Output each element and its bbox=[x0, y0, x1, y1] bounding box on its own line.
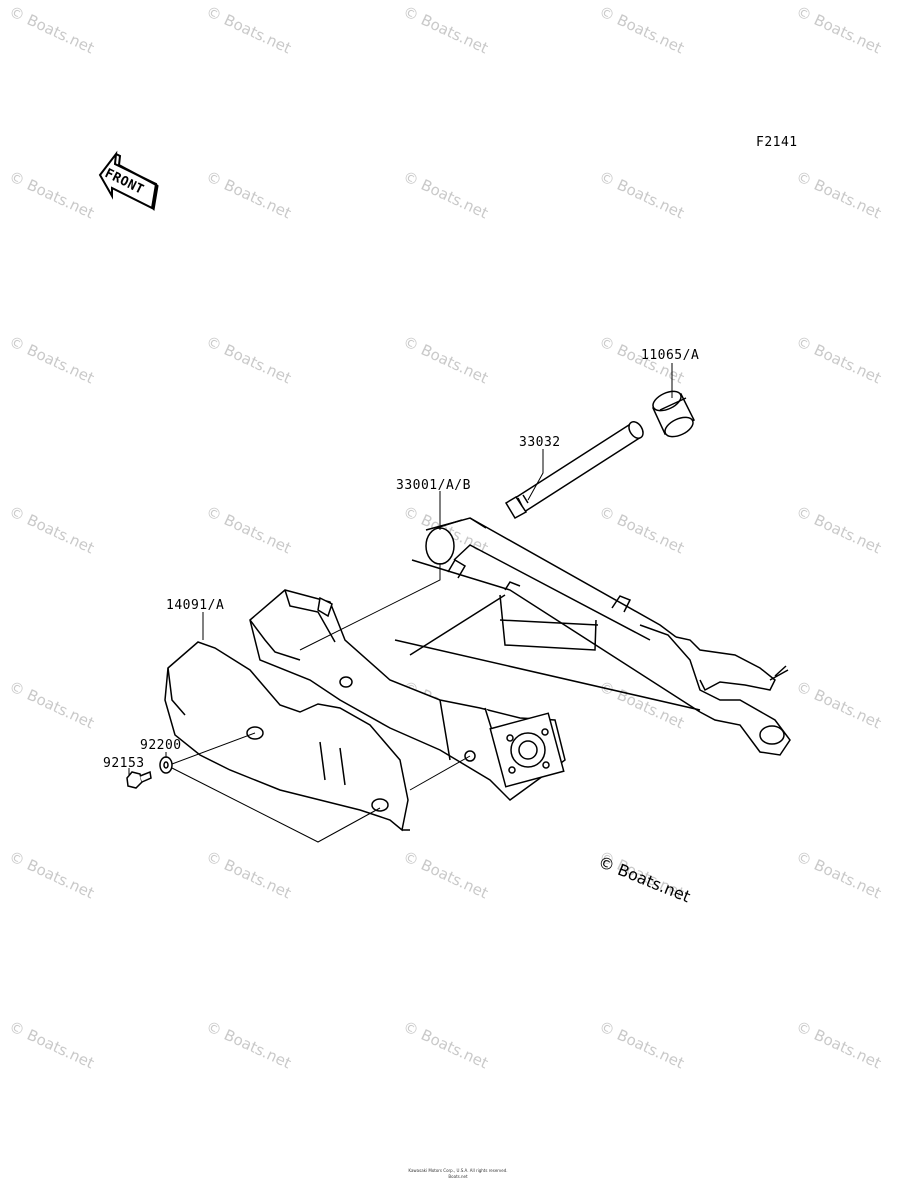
watermark-text: © Boats.net bbox=[6, 502, 97, 557]
watermark-text: © Boats.net bbox=[793, 847, 884, 902]
watermark-text: © Boats.net bbox=[400, 847, 491, 902]
diagram-code: F2141 bbox=[756, 135, 798, 150]
watermark-text: © Boats.net bbox=[596, 1017, 687, 1072]
watermark-text: © Boats.net bbox=[793, 677, 884, 732]
watermark-text: © Boats.net bbox=[6, 332, 97, 387]
label-33001: 33001/A/B bbox=[396, 478, 471, 493]
watermark-text: © Boats.net bbox=[793, 1017, 884, 1072]
watermark-text: © Boats.net bbox=[400, 167, 491, 222]
watermark-text: © Boats.net bbox=[596, 2, 687, 57]
label-11065: 11065/A bbox=[641, 348, 699, 363]
label-14091: 14091/A bbox=[166, 598, 224, 613]
watermark-text: © Boats.net bbox=[203, 167, 294, 222]
watermark-text: © Boats.net bbox=[793, 502, 884, 557]
watermark-text: © Boats.net bbox=[596, 677, 687, 732]
watermark-text: © Boats.net bbox=[203, 332, 294, 387]
watermark-text: © Boats.net bbox=[793, 167, 884, 222]
watermark-text: © Boats.net bbox=[203, 1017, 294, 1072]
bolt-92153 bbox=[126, 770, 152, 789]
rear-cover-14091 bbox=[164, 641, 410, 832]
label-92200: 92200 bbox=[140, 738, 182, 753]
copyright-mark: © Boats.net bbox=[596, 852, 694, 906]
watermark-text: © Boats.net bbox=[6, 847, 97, 902]
watermark-text: © Boats.net bbox=[203, 2, 294, 57]
watermark-text: © Boats.net bbox=[6, 1017, 97, 1072]
bushing-11065 bbox=[652, 390, 696, 438]
watermark-text: © Boats.net bbox=[6, 677, 97, 732]
watermark-text: © Boats.net bbox=[400, 1017, 491, 1072]
watermark-text: © Boats.net bbox=[6, 2, 97, 57]
watermark-text: © Boats.net bbox=[400, 332, 491, 387]
watermark-text: © Boats.net bbox=[6, 167, 97, 222]
watermark-text: © Boats.net bbox=[203, 847, 294, 902]
watermark-text: © Boats.net bbox=[203, 502, 294, 557]
watermark-text: © Boats.net bbox=[596, 167, 687, 222]
label-33032: 33032 bbox=[519, 435, 561, 450]
footer-line-1: Kawasaki Motors Corp., U.S.A. All rights… bbox=[408, 1168, 508, 1173]
leader-lines bbox=[128, 363, 673, 843]
watermark-text: © Boats.net bbox=[596, 502, 687, 557]
washer-92200 bbox=[159, 756, 173, 774]
label-92153: 92153 bbox=[103, 756, 145, 771]
pivot-shaft-33032 bbox=[504, 421, 644, 520]
final-drive-housing bbox=[249, 589, 566, 801]
watermark-text: © Boats.net bbox=[400, 2, 491, 57]
footer-line-2: Boats.net bbox=[448, 1174, 468, 1179]
watermark-text: © Boats.net bbox=[793, 332, 884, 387]
front-arrow-icon: FRONT bbox=[98, 150, 159, 212]
watermark-text: © Boats.net bbox=[793, 2, 884, 57]
